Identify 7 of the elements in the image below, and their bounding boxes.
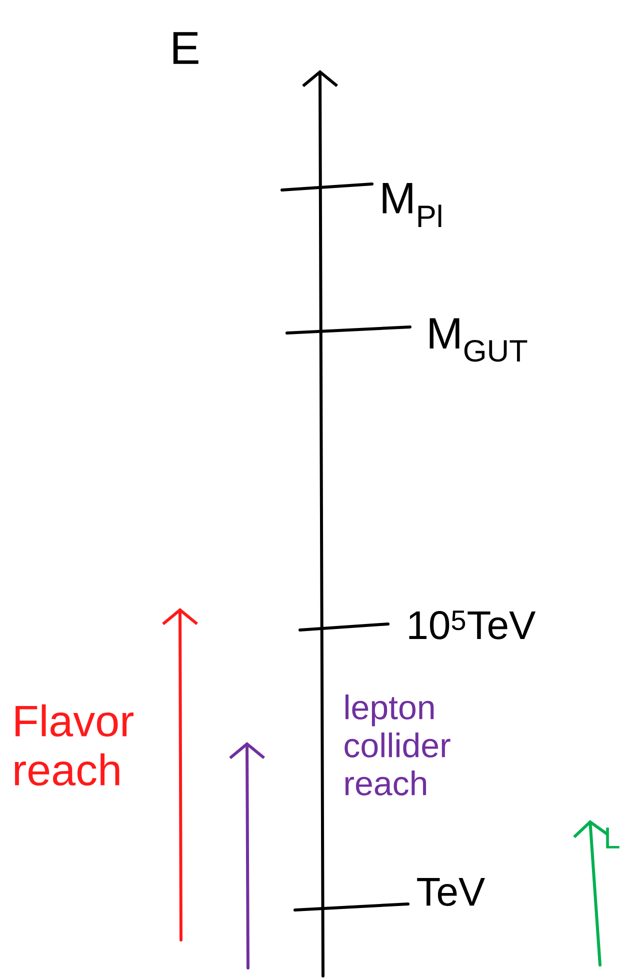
arrow-label: Flavor reach [14,704,134,786]
tick-label: M$_{GUT}$ [430,318,528,362]
tick-label: 10$^{5}$TeV [409,610,536,640]
tick-label: M$_{Pl}$ [382,182,442,227]
tick-label: TeV [417,878,485,906]
axis-label: E [173,32,198,64]
arrow-label: lepton collider reach [344,694,450,796]
